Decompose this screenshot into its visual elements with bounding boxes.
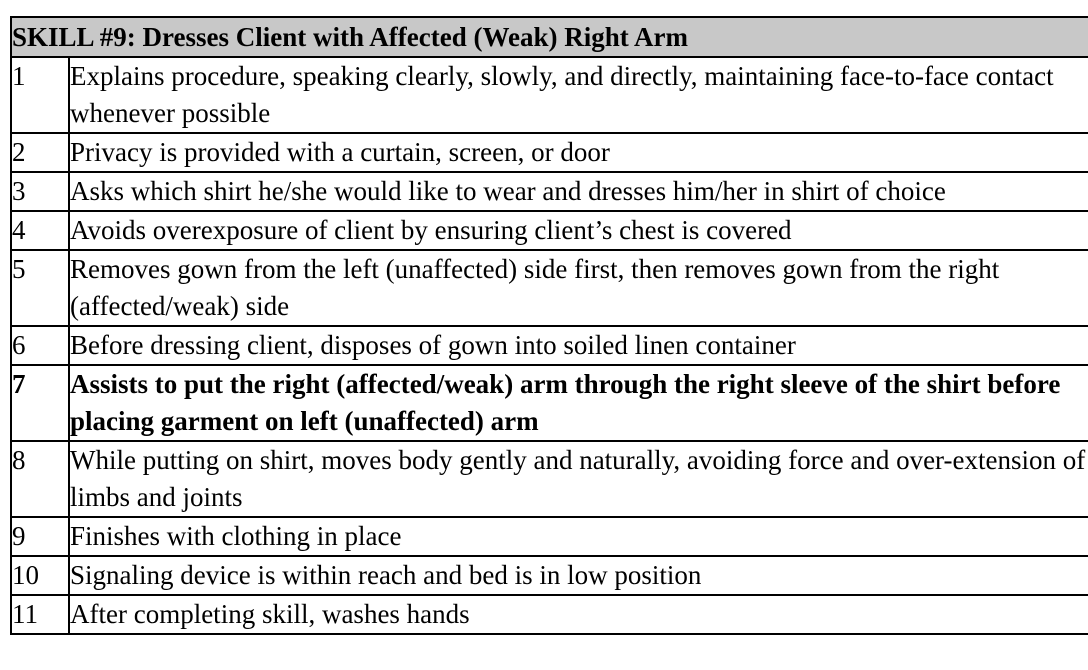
step-number: 5 (10, 249, 70, 327)
table-row: 10 Signaling device is within reach and … (10, 555, 1088, 596)
table-row-critical: 7 Assists to put the right (affected/wea… (10, 364, 1088, 442)
table-row: 2 Privacy is provided with a curtain, sc… (10, 132, 1088, 173)
step-number: 3 (10, 171, 70, 212)
table-row: 4 Avoids overexposure of client by ensur… (10, 210, 1088, 251)
step-number: 1 (10, 56, 70, 134)
step-text: Asks which shirt he/she would like to we… (68, 171, 1088, 212)
step-number: 6 (10, 325, 70, 366)
step-number: 9 (10, 516, 70, 557)
step-number: 4 (10, 210, 70, 251)
table-row: 5 Removes gown from the left (unaffected… (10, 249, 1088, 327)
table-row: 8 While putting on shirt, moves body gen… (10, 440, 1088, 518)
table-row: 6 Before dressing client, disposes of go… (10, 325, 1088, 366)
step-text: Avoids overexposure of client by ensurin… (68, 210, 1088, 251)
table-row: 1 Explains procedure, speaking clearly, … (10, 56, 1088, 134)
step-text: Removes gown from the left (unaffected) … (68, 249, 1088, 327)
step-text: Signaling device is within reach and bed… (68, 555, 1088, 596)
step-text: After completing skill, washes hands (68, 594, 1088, 635)
table-row: 9 Finishes with clothing in place (10, 516, 1088, 557)
skill-title: SKILL #9: Dresses Client with Affected (… (10, 16, 1088, 58)
step-number: 11 (10, 594, 70, 635)
step-number: 7 (10, 364, 70, 442)
step-text: Before dressing client, disposes of gown… (68, 325, 1088, 366)
step-text: Finishes with clothing in place (68, 516, 1088, 557)
table-row: 11 After completing skill, washes hands (10, 594, 1088, 635)
step-number: 2 (10, 132, 70, 173)
skill-header-row: SKILL #9: Dresses Client with Affected (… (10, 16, 1088, 58)
step-text: Explains procedure, speaking clearly, sl… (68, 56, 1088, 134)
step-number: 8 (10, 440, 70, 518)
step-text: While putting on shirt, moves body gentl… (68, 440, 1088, 518)
step-text: Privacy is provided with a curtain, scre… (68, 132, 1088, 173)
step-text: Assists to put the right (affected/weak)… (68, 364, 1088, 442)
skill-checklist: SKILL #9: Dresses Client with Affected (… (10, 16, 1088, 635)
table-row: 3 Asks which shirt he/she would like to … (10, 171, 1088, 212)
step-number: 10 (10, 555, 70, 596)
skill-table: SKILL #9: Dresses Client with Affected (… (10, 16, 1088, 635)
